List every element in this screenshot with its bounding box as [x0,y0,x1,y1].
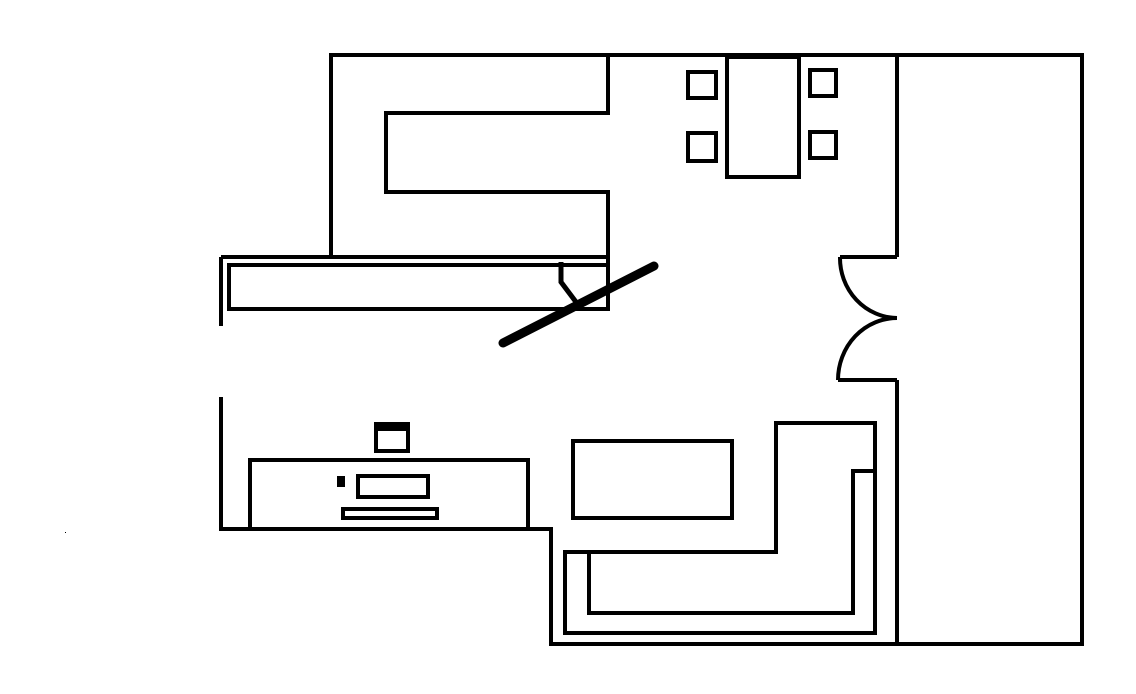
chair [808,68,838,98]
u-shaped-counter [384,55,610,257]
stray-dot [65,532,66,533]
laptop [356,474,430,499]
mouse-icon [337,476,345,487]
chair [808,130,838,160]
double-door [836,255,898,382]
keyboard [341,507,439,520]
door-swing-upper [837,256,898,320]
monitor-top [376,422,408,431]
exterior-walls [219,53,1084,646]
l-shaped-sofa [563,421,877,635]
chair [686,131,718,163]
coffee-table [571,439,734,520]
shelf [221,255,659,348]
dining-set [686,55,838,179]
hook-icon [558,262,578,304]
outer-wall [219,53,1084,646]
chair [686,70,718,100]
sofa-inner [587,469,875,615]
desk [248,458,530,531]
door-swing-lower [836,316,898,381]
dining-table [725,55,801,179]
rod [498,261,659,348]
shelf-inner [227,263,610,311]
desk-area [248,422,530,531]
sofa-outer [563,421,877,635]
